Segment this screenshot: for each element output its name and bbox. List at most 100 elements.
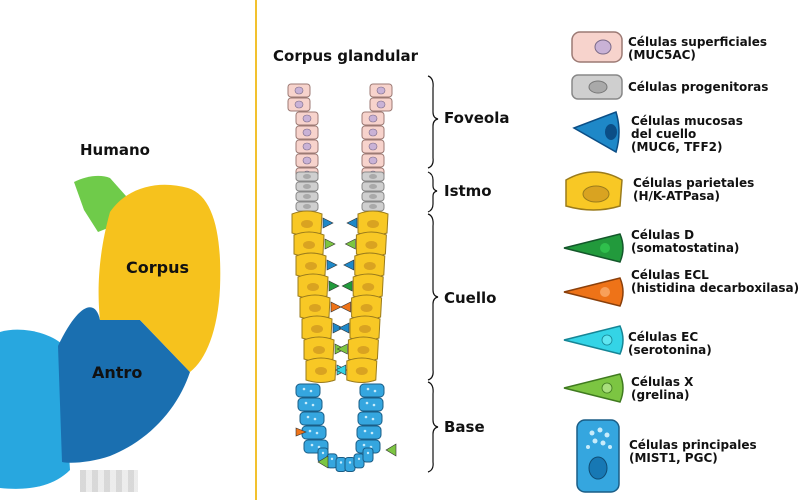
superficial-cell-nucleus bbox=[376, 100, 386, 109]
neck-cell bbox=[330, 301, 342, 313]
neck-cell bbox=[335, 364, 347, 376]
x-cell bbox=[385, 443, 397, 457]
gland-diagram: Corpus glandular Foveola Istmo Cuello Ba… bbox=[273, 47, 509, 473]
superficial-cell-nucleus bbox=[302, 128, 312, 137]
legend-icon-x bbox=[563, 373, 624, 403]
neck-cell bbox=[343, 259, 355, 271]
progenitor-cell-nucleus bbox=[303, 204, 311, 209]
stomach-diagram: Humano Corpus Antro bbox=[0, 141, 221, 489]
superficial-cell-nucleus bbox=[294, 86, 304, 95]
gland-cells-group bbox=[287, 83, 397, 473]
chief-cell-granule bbox=[311, 403, 315, 407]
legend-text-progenitoras: Células progenitoras bbox=[628, 80, 769, 94]
chief-cell-granule bbox=[364, 415, 368, 419]
chief-cell-granule bbox=[371, 417, 375, 421]
progenitor-cell-nucleus bbox=[369, 174, 377, 179]
neck-cell bbox=[346, 217, 358, 229]
chief-cell-granule bbox=[357, 457, 361, 461]
legend-text-mucosas: Células mucosas del cuello (MUC6, TFF2) bbox=[631, 114, 743, 154]
neck-cell bbox=[324, 238, 336, 250]
chief-cell bbox=[295, 383, 321, 398]
progenitor-cell-nucleus bbox=[369, 194, 377, 199]
chief-cell-granule bbox=[302, 387, 306, 391]
progenitor-cell-nucleus bbox=[369, 184, 377, 189]
zone-label-base: Base bbox=[444, 418, 485, 436]
corpus-label: Corpus bbox=[126, 258, 189, 277]
chief-cell bbox=[357, 411, 383, 426]
neck-cell bbox=[344, 238, 356, 250]
chief-cell-granule bbox=[339, 461, 343, 464]
chief-cell-granule bbox=[310, 443, 314, 447]
progenitor-cell-nucleus bbox=[303, 184, 311, 189]
parietal-cell-nucleus bbox=[363, 262, 376, 270]
parietal-cell-nucleus bbox=[309, 304, 321, 312]
progenitor-cell-nucleus bbox=[369, 204, 377, 209]
superficial-cell-nucleus bbox=[368, 142, 378, 151]
legend-text-d: Células D (somatostatina) bbox=[631, 228, 740, 255]
superficial-cell-nucleus bbox=[368, 128, 378, 137]
chief-cell bbox=[359, 383, 385, 398]
duodenum-shape bbox=[0, 329, 70, 489]
chief-cell bbox=[299, 411, 325, 426]
neck-cell bbox=[332, 322, 344, 334]
legend-icon-parietales bbox=[565, 171, 623, 211]
parietal-cell-nucleus bbox=[360, 304, 373, 312]
humano-title: Humano bbox=[80, 141, 150, 159]
antrum-shape bbox=[58, 307, 190, 463]
corpus-shape bbox=[98, 184, 221, 372]
legend-text-ec: Células EC (serotonina) bbox=[628, 330, 712, 357]
chief-cell-granule bbox=[309, 389, 313, 393]
chief-cell-granule bbox=[366, 387, 370, 391]
chief-cell-granule bbox=[330, 457, 334, 461]
bracket-istmo bbox=[427, 171, 438, 213]
watermark-logo bbox=[80, 470, 138, 492]
neck-cell bbox=[339, 301, 351, 313]
legend-icon-superficiales bbox=[571, 31, 623, 63]
neck-cell bbox=[336, 343, 348, 355]
chief-cell-granule bbox=[306, 415, 310, 419]
zone-label-foveola: Foveola bbox=[444, 109, 509, 127]
parietal-cell-nucleus bbox=[355, 367, 368, 375]
neck-cell bbox=[326, 259, 338, 271]
neck-cell bbox=[328, 280, 340, 292]
progenitor-cell-nucleus bbox=[303, 194, 311, 199]
bracket-base bbox=[427, 381, 439, 473]
chief-cell-granule bbox=[366, 451, 370, 455]
chief-cell-granule bbox=[308, 429, 312, 433]
legend-text-parietales: Células parietales (H/K-ATPasa) bbox=[633, 176, 755, 203]
parietal-cell-nucleus bbox=[301, 220, 313, 228]
progenitor-cell-nucleus bbox=[303, 174, 311, 179]
chief-cell bbox=[358, 397, 384, 412]
x-cell bbox=[317, 455, 329, 469]
neck-cell bbox=[338, 322, 350, 334]
bracket-cuello bbox=[427, 213, 439, 381]
parietal-cell-nucleus bbox=[315, 367, 327, 375]
chief-cell-granule bbox=[373, 389, 377, 393]
chief-cell bbox=[356, 425, 382, 440]
superficial-cell-nucleus bbox=[368, 156, 378, 165]
parietal-cell-nucleus bbox=[359, 325, 371, 333]
parietal-cell-nucleus bbox=[305, 262, 317, 270]
parietal-cell-nucleus bbox=[357, 346, 370, 354]
chief-cell-granule bbox=[372, 403, 376, 407]
chief-cell bbox=[362, 447, 374, 463]
chief-cell-granule bbox=[313, 417, 317, 421]
chief-cell-granule bbox=[321, 451, 325, 455]
bracket-foveola bbox=[427, 75, 439, 169]
chief-cell-granule bbox=[370, 431, 374, 435]
legend-icon-d bbox=[563, 233, 624, 263]
chief-cell-granule bbox=[365, 401, 369, 405]
chief-cell-granule bbox=[315, 431, 319, 435]
divider-line bbox=[255, 0, 257, 500]
zone-label-cuello: Cuello bbox=[444, 289, 496, 307]
legend-icon-ecl bbox=[563, 277, 624, 307]
legend-text-superficiales: Células superficiales (MUC5AC) bbox=[628, 35, 768, 62]
legend-text-ecl: Células ECL (histidina decarboxilasa) bbox=[631, 268, 800, 295]
superficial-cell-nucleus bbox=[302, 142, 312, 151]
superficial-cell-nucleus bbox=[376, 86, 386, 95]
parietal-cell-nucleus bbox=[303, 241, 315, 249]
chief-cell-granule bbox=[362, 443, 366, 447]
parietal-cell-nucleus bbox=[365, 241, 378, 249]
gland-title: Corpus glandular bbox=[273, 47, 419, 65]
superficial-cell-nucleus bbox=[302, 156, 312, 165]
